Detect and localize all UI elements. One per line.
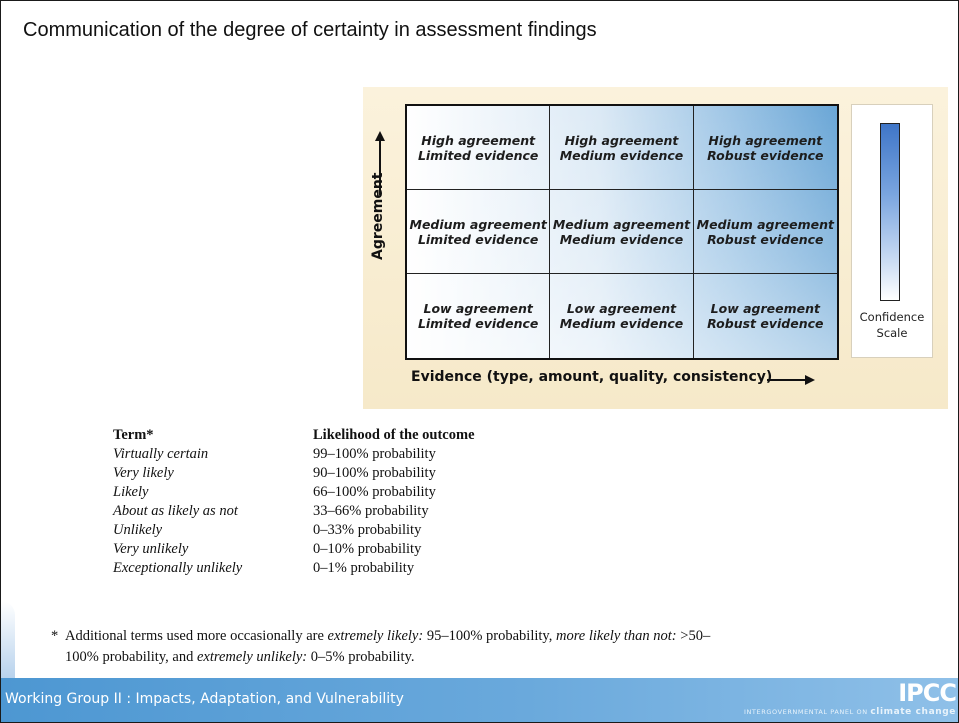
confidence-figure: Agreement High agreement Limited evidenc… xyxy=(363,87,948,409)
cell-evidence: Medium evidence xyxy=(559,231,684,247)
table-row: About as likely as not 33–66% probabilit… xyxy=(113,503,475,522)
table-row: Likely 66–100% probability xyxy=(113,484,475,503)
confidence-scale-bar xyxy=(880,123,900,301)
term-cell: Very likely xyxy=(113,465,174,481)
cell-agreement: High agreement xyxy=(708,132,823,148)
matrix-cell: Low agreement Robust evidence xyxy=(694,274,837,358)
right-arrow-shaft xyxy=(767,379,807,381)
table-header-row: Term* Likelihood of the outcome xyxy=(113,427,475,446)
likelihood-table: Term* Likelihood of the outcome Virtuall… xyxy=(113,427,475,579)
likelihood-cell: 0–10% probability xyxy=(313,541,422,557)
likelihood-cell: 66–100% probability xyxy=(313,484,436,500)
matrix-cell: High agreement Robust evidence xyxy=(693,106,837,190)
matrix-cell: Low agreement Limited evidence xyxy=(407,274,551,358)
decorative-swoosh xyxy=(1,601,15,681)
slide-title: Communication of the degree of certainty… xyxy=(23,19,597,41)
likelihood-cell: 90–100% probability xyxy=(313,465,436,481)
matrix-cell: Medium agreement Medium evidence xyxy=(550,190,694,274)
matrix-cell: Low agreement Medium evidence xyxy=(550,274,694,358)
footnote-asterisk: * xyxy=(51,628,59,644)
cell-evidence: Robust evidence xyxy=(707,316,824,331)
cell-evidence: Limited evidence xyxy=(417,316,539,331)
header-likelihood: Likelihood of the outcome xyxy=(313,427,475,443)
table-row: Very likely 90–100% probability xyxy=(113,465,475,484)
matrix-cell: High agreement Medium evidence xyxy=(550,106,694,190)
confidence-scale-label: Confidence Scale xyxy=(859,310,925,340)
right-arrow-icon xyxy=(805,375,815,385)
footer-band: Working Group II : Impacts, Adaptation, … xyxy=(1,678,958,722)
table-row: Exceptionally unlikely 0–1% probability xyxy=(113,560,475,579)
cell-evidence: Robust evidence xyxy=(707,231,824,247)
confidence-scale: Confidence Scale xyxy=(851,104,933,358)
cell-agreement: Low agreement xyxy=(566,301,677,316)
likelihood-cell: 0–1% probability xyxy=(313,560,415,576)
term-cell: Exceptionally unlikely xyxy=(113,560,243,576)
term-cell: Unlikely xyxy=(113,522,163,538)
cell-agreement: Medium agreement xyxy=(552,216,691,232)
term-cell: Very unlikely xyxy=(113,541,189,557)
matrix-cell: Medium agreement Robust evidence xyxy=(693,190,837,274)
cell-evidence: Medium evidence xyxy=(559,316,684,331)
term-cell: Likely xyxy=(113,484,149,500)
cell-evidence: Limited evidence xyxy=(417,231,539,247)
matrix-cell: High agreement Limited evidence xyxy=(407,106,551,190)
header-term: Term* xyxy=(113,427,154,443)
cell-agreement: Low agreement xyxy=(423,301,533,316)
up-arrow-icon xyxy=(375,131,385,141)
likelihood-cell: 33–66% probability xyxy=(313,503,429,519)
logo-wordmark: IPCC xyxy=(898,679,957,707)
cell-evidence: Medium evidence xyxy=(559,147,684,163)
cell-evidence: Robust evidence xyxy=(707,147,824,163)
table-row: Very unlikely 0–10% probability xyxy=(113,541,475,560)
y-axis-label: Agreement xyxy=(370,172,386,261)
cell-agreement: Medium agreement xyxy=(696,216,834,232)
cell-agreement: Low agreement xyxy=(710,301,820,316)
likelihood-cell: 0–33% probability xyxy=(313,522,422,538)
term-cell: Virtually certain xyxy=(113,446,209,462)
table-row: Virtually certain 99–100% probability xyxy=(113,446,475,465)
logo-tagline: INTERGOVERNMENTAL PANEL ON climate chang… xyxy=(743,707,956,717)
cell-evidence: Limited evidence xyxy=(417,147,539,163)
term-cell: About as likely as not xyxy=(113,503,238,519)
up-arrow-shaft xyxy=(379,139,381,195)
likelihood-cell: 99–100% probability xyxy=(313,446,436,462)
ipcc-logo: IPCC INTERGOVERNMENTAL PANEL ON climate … xyxy=(743,679,957,717)
x-axis-label: Evidence (type, amount, quality, consist… xyxy=(411,369,773,385)
cell-agreement: High agreement xyxy=(421,132,536,148)
matrix-cell: Medium agreement Limited evidence xyxy=(407,190,551,274)
footnote: *Additional terms used more occasionally… xyxy=(51,628,711,665)
agreement-evidence-matrix: High agreement Limited evidence High agr… xyxy=(405,104,839,360)
table-row: Unlikely 0–33% probability xyxy=(113,522,475,541)
cell-agreement: High agreement xyxy=(564,132,679,148)
cell-agreement: Medium agreement xyxy=(409,216,547,232)
footer-text: Working Group II : Impacts, Adaptation, … xyxy=(5,691,404,707)
